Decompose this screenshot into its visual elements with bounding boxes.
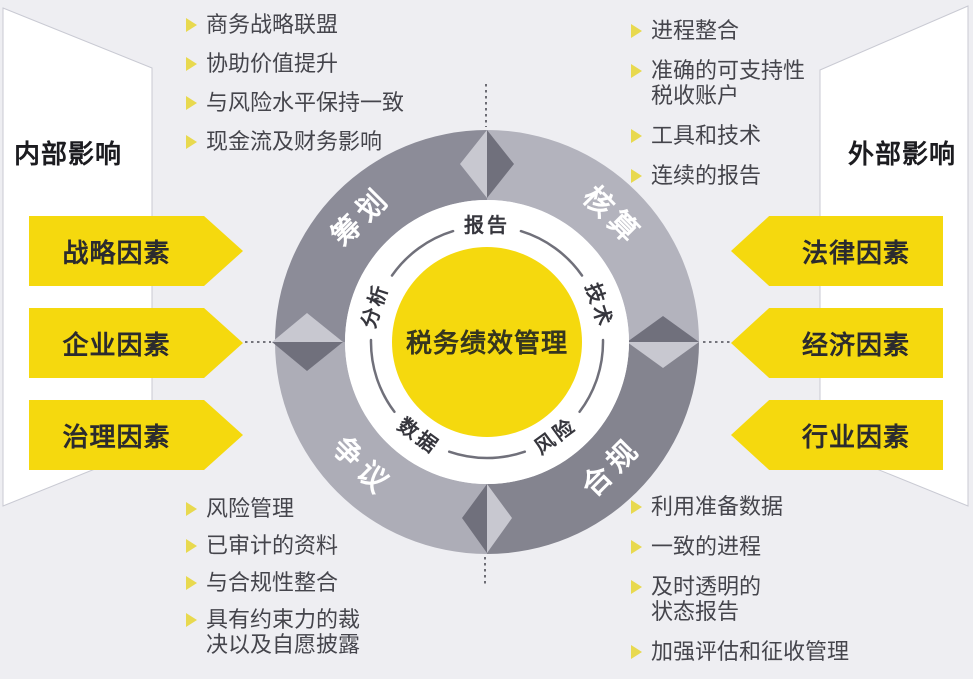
list-item: 加强评估和征收管理 [631,639,849,664]
bullet-triangle-icon [631,580,642,594]
list-item: 现金流及财务影响 [186,129,404,154]
list-item-text: 状态报告 [651,599,740,624]
north-diamond-left [460,130,487,198]
bullet-triangle-icon [186,539,197,553]
list-item: 协助价值提升 [186,51,404,76]
west-diamond-top [272,313,343,342]
list-item: 及时透明的 状态报告 [631,574,849,624]
factor-industry: 行业因素 [731,400,943,470]
factor-enterprise: 企业因素 [29,308,243,378]
bullet-triangle-icon [631,169,642,183]
arc-data-analysis [369,338,396,414]
list-item: 进程整合 [631,18,805,43]
list-item-text: 税收账户 [651,83,740,108]
list-item: 具有约束力的裁 决以及自愿披露 [186,607,360,657]
list-item-text: 具有约束力的裁 [206,607,361,632]
inner-label-report: 报告 [464,213,510,237]
ring-quadrant-planning [275,130,487,342]
bullet-triangle-icon [186,502,197,516]
factor-legal: 法律因素 [731,216,943,286]
dispute-benefits-list: 风险管理 已审计的资料 与合规性整合 具有约束力的裁 决以及自愿披露 [186,496,360,657]
list-item: 已审计的资料 [186,533,360,558]
arc-report-technology [519,229,584,277]
list-item-text: 决以及自愿披露 [206,632,361,657]
ring-quadrant-dispute [275,342,487,554]
bullet-triangle-icon [631,500,642,514]
factor-strategic: 战略因素 [29,216,243,286]
list-item-text: 工具和技术 [651,123,762,148]
planning-benefits-list: 商务战略联盟 协助价值提升 与风险水平保持一致 现金流及财务影响 [186,12,404,154]
bullet-triangle-icon [631,64,642,78]
bullet-triangle-icon [631,24,642,38]
list-item-text: 一致的进程 [651,534,762,559]
arc-technology-risk [578,338,605,414]
list-item: 与合规性整合 [186,570,360,595]
north-diamond-right [487,130,514,198]
list-item-text: 协助价值提升 [206,51,339,76]
bullet-triangle-icon [631,540,642,554]
list-item-text: 加强评估和征收管理 [651,639,850,664]
east-diamond-top [627,316,699,342]
arc-analysis-report [390,229,455,277]
bullet-triangle-icon [186,96,197,110]
south-diamond-left [462,484,487,553]
external-influence-heading: 外部影响 [848,139,957,169]
bullet-triangle-icon [186,18,197,32]
list-item: 利用准备数据 [631,494,849,519]
list-item: 商务战略联盟 [186,12,404,37]
bullet-triangle-icon [186,613,197,627]
east-diamond-bottom [627,342,699,368]
accounting-benefits-list: 进程整合 准确的可支持性 税收账户 工具和技术 连续的报告 [631,18,805,188]
south-diamond-right [487,484,512,553]
list-item-text: 与合规性整合 [206,570,339,595]
bottom-margin [0,679,973,688]
list-item: 风险管理 [186,496,360,521]
internal-influence-heading: 内部影响 [14,139,123,169]
list-item-text: 进程整合 [651,18,740,43]
list-item-text: 及时透明的 [651,574,762,599]
center-circle [392,247,582,437]
bullet-triangle-icon [631,645,642,659]
list-item: 连续的报告 [631,163,805,188]
bullet-triangle-icon [186,576,197,590]
list-item-text: 商务战略联盟 [206,12,339,37]
list-item: 工具和技术 [631,123,805,148]
list-item-text: 风险管理 [206,496,295,521]
ring-quadrant-compliance [487,342,699,554]
list-item: 准确的可支持性 税收账户 [631,58,805,108]
list-item-text: 连续的报告 [651,163,762,188]
factor-governance: 治理因素 [29,400,243,470]
factor-economic: 经济因素 [731,308,943,378]
list-item-text: 利用准备数据 [651,494,784,519]
compliance-benefits-list: 利用准备数据 一致的进程 及时透明的 状态报告 加强评估和征收管理 [631,494,849,664]
west-diamond-bottom [272,342,343,371]
arc-risk-data [447,450,527,460]
center-title: 税务绩效管理 [406,328,568,358]
bullet-triangle-icon [186,57,197,71]
list-item-text: 准确的可支持性 [651,58,806,83]
list-item-text: 现金流及财务影响 [206,129,383,154]
bullet-triangle-icon [631,129,642,143]
list-item-text: 与风险水平保持一致 [206,90,405,115]
bullet-triangle-icon [186,135,197,149]
list-item: 一致的进程 [631,534,849,559]
list-item: 与风险水平保持一致 [186,90,404,115]
list-item-text: 已审计的资料 [206,533,339,558]
ring-quadrant-accounting [487,130,699,342]
